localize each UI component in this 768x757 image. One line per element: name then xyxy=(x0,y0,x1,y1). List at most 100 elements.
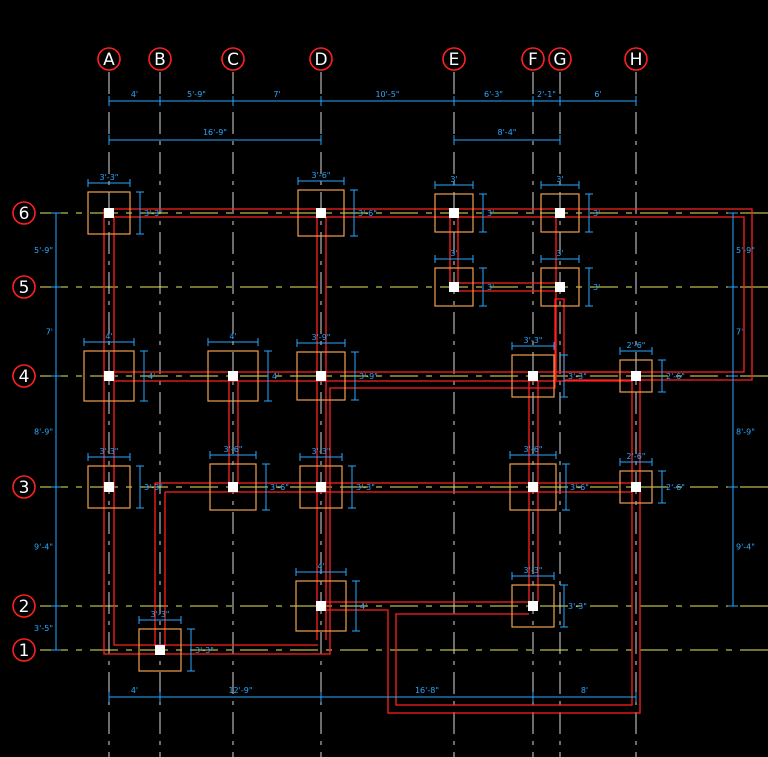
grid-bubble-2 xyxy=(12,594,36,618)
top-dimension-label-6: 6' xyxy=(594,90,601,99)
column-d4 xyxy=(316,371,326,381)
left-dimension-label-4: 3'-5" xyxy=(34,624,53,633)
footing-e5 xyxy=(434,267,474,307)
grid-label-6: 6 xyxy=(19,204,30,224)
column-a3 xyxy=(104,482,114,492)
top-dimension-label-4: 6'-3" xyxy=(484,90,503,99)
footing-depth-label-a6: 3'-3" xyxy=(144,209,163,218)
column-e5 xyxy=(449,282,459,292)
left-dimension-label-2: 8'-9" xyxy=(34,428,53,437)
grid-label-3: 3 xyxy=(19,478,30,498)
top-dimension-label-2: 7' xyxy=(273,90,280,99)
footing-depth-label-b1: 3'-3" xyxy=(195,646,214,655)
column-a4 xyxy=(104,371,114,381)
column-c4 xyxy=(228,371,238,381)
grid-label-4: 4 xyxy=(19,367,30,387)
footing-width-label-h4: 2'-6" xyxy=(627,341,646,350)
grid-label-h: H xyxy=(630,50,643,70)
footing-g6 xyxy=(540,193,580,233)
footing-width-label-e6: 3' xyxy=(450,175,457,184)
top-dimension-label-0: 4' xyxy=(131,90,138,99)
footing-depth-label-g5: 3' xyxy=(593,283,600,292)
grid-label-e: E xyxy=(449,50,460,70)
column-c3 xyxy=(228,482,238,492)
footing-f2 xyxy=(511,584,555,628)
footing-width-label-c3: 3'-6" xyxy=(224,445,243,454)
footing-width-label-h3: 2'-6" xyxy=(627,452,646,461)
footing-g5 xyxy=(540,267,580,307)
footing-width-label-a3: 3'-3" xyxy=(100,447,119,456)
footing-d6 xyxy=(297,189,345,237)
grid-bubble-h xyxy=(624,47,648,71)
left-dimension-label-0: 5'-9" xyxy=(34,246,53,255)
footing-depth-label-c4: 4' xyxy=(272,372,279,381)
grid-bubble-f xyxy=(521,47,545,71)
grid-label-b: B xyxy=(154,50,166,70)
bottom-dimension-label-2: 16'-8" xyxy=(415,686,439,695)
grid-label-a: A xyxy=(103,50,115,70)
bottom-dimension-label-0: 4' xyxy=(131,686,138,695)
column-d2 xyxy=(316,601,326,611)
top-overall-ad-label: 16'-9" xyxy=(203,128,227,137)
footing-depth-label-d4: 3'-9" xyxy=(359,372,378,381)
footing-depth-label-h3: 2'-6" xyxy=(666,483,685,492)
grid-bubble-1 xyxy=(12,638,36,662)
footing-width-label-c4: 4' xyxy=(229,332,236,341)
column-f3 xyxy=(528,482,538,492)
footing-d2 xyxy=(295,580,347,632)
grid-lines xyxy=(40,72,768,757)
footing-depth-label-d6: 3'-6" xyxy=(358,209,377,218)
footing-width-label-d2: 4' xyxy=(317,562,324,571)
footing-e6 xyxy=(434,193,474,233)
beam-row-6-inner xyxy=(114,216,745,373)
footing-width-label-d4: 3'-9" xyxy=(312,333,331,342)
footing-d3 xyxy=(299,465,343,509)
footing-depth-label-e5: 3' xyxy=(487,283,494,292)
grade-beams xyxy=(103,208,753,714)
grid-bubble-e xyxy=(442,47,466,71)
top-dimension-label-3: 10'-5" xyxy=(375,90,399,99)
grid-label-f: F xyxy=(528,50,538,70)
footing-width-label-f4: 3'-3" xyxy=(524,336,543,345)
footing-depth-label-g6: 3' xyxy=(593,209,600,218)
top-dimension-label-5: 2'-1" xyxy=(537,90,556,99)
left-dimension-label-3: 9'-4" xyxy=(34,543,53,552)
footing-h3 xyxy=(619,470,653,504)
column-g6 xyxy=(555,208,565,218)
right-dimension-label-3: 9'-4" xyxy=(736,543,755,552)
footing-width-label-g6: 3' xyxy=(556,175,563,184)
grid-bubble-4 xyxy=(12,364,36,388)
grid-label-g: G xyxy=(553,50,566,70)
footing-width-label-g5: 3' xyxy=(556,249,563,258)
beam-row-2-bottom-loop xyxy=(326,381,641,714)
footing-a3 xyxy=(87,465,131,509)
left-dimension-label-1: 7' xyxy=(46,328,53,337)
footing-depth-label-f3: 3'-6" xyxy=(570,483,589,492)
footing-width-label-b1: 3'-3" xyxy=(151,610,170,619)
footing-c4 xyxy=(207,350,259,402)
column-h3 xyxy=(631,482,641,492)
grid-bubble-5 xyxy=(12,275,36,299)
grid-bubble-d xyxy=(309,47,333,71)
footing-a6 xyxy=(87,191,131,235)
column-e6 xyxy=(449,208,459,218)
beam-grid-e-left xyxy=(449,217,556,284)
footing-d4 xyxy=(296,351,346,401)
footing-width-label-f3: 3'-6" xyxy=(524,445,543,454)
grid-bubble-6 xyxy=(12,201,36,225)
footings xyxy=(83,189,653,672)
grid-label-2: 2 xyxy=(19,597,30,617)
footing-depth-label-a4: 4' xyxy=(148,372,155,381)
footing-depth-label-f2: 3'-3" xyxy=(568,602,587,611)
column-h4 xyxy=(631,371,641,381)
beam-grid-a-inner xyxy=(113,217,318,646)
right-dimension-label-1: 7' xyxy=(736,328,743,337)
footing-depth-label-d2: 4' xyxy=(360,602,367,611)
footing-f3 xyxy=(509,463,557,511)
right-dimension-label-2: 8'-9" xyxy=(736,428,755,437)
top-overall-eg-label: 8'-4" xyxy=(498,128,517,137)
grid-bubble-g xyxy=(548,47,572,71)
column-f4 xyxy=(528,371,538,381)
